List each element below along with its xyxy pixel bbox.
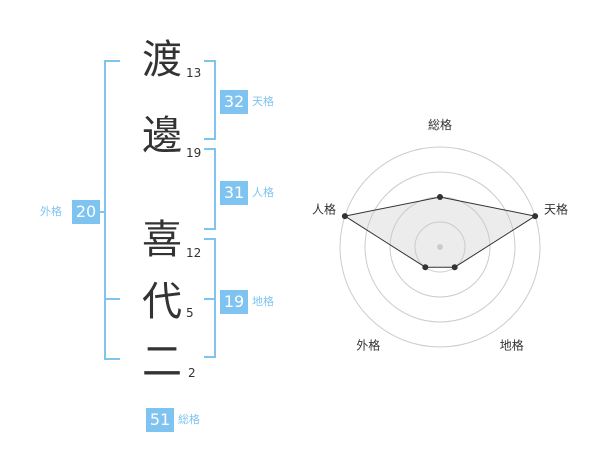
radar-axis-label-2: 天格 <box>544 201 568 216</box>
radar-axis-label-3: 地格 <box>500 338 524 353</box>
name-char-5: 二 <box>142 339 182 385</box>
radar-ring-3 <box>364 171 516 323</box>
soukaku-badge: 51 <box>146 408 174 432</box>
gaikaku-badge: 20 <box>72 200 100 224</box>
stroke-count-4: 5 <box>186 306 194 320</box>
radar-series-area <box>343 196 537 268</box>
radar-point-4 <box>422 264 429 271</box>
radar-ring-4 <box>339 146 541 348</box>
radar-axis-label-4: 外格 <box>356 338 380 353</box>
radar-axis-label-1: 総格 <box>428 117 452 132</box>
chikaku-badge: 19 <box>220 290 248 314</box>
tenkaku-badge: 32 <box>220 90 248 114</box>
jinkaku-bracket <box>204 148 216 230</box>
gaikaku-bracket <box>104 60 120 360</box>
radar-point-3 <box>451 264 458 271</box>
name-char-3: 喜 <box>142 217 182 263</box>
radar-point-5 <box>341 213 348 220</box>
stroke-count-2: 19 <box>186 146 202 160</box>
radar-axis-label-5: 人格 <box>312 201 336 216</box>
chikaku-bracket-tick <box>204 298 216 300</box>
soukaku-label: 総格 <box>178 413 200 426</box>
name-char-1: 渡 <box>142 37 182 83</box>
tenkaku-bracket <box>204 60 216 140</box>
radar-center-dot <box>437 244 443 250</box>
gaikaku-inner-tick <box>106 298 120 300</box>
name-char-2: 邊 <box>142 113 182 159</box>
gaikaku-label: 外格 <box>40 205 62 218</box>
radar-ring-1 <box>414 221 466 273</box>
tenkaku-label: 天格 <box>252 95 274 108</box>
stroke-count-1: 13 <box>186 66 202 80</box>
stroke-count-5: 2 <box>188 366 196 380</box>
jinkaku-badge: 31 <box>220 181 248 205</box>
chikaku-label: 地格 <box>252 295 274 308</box>
radar-point-2 <box>532 213 539 220</box>
radar-point-1 <box>437 194 443 200</box>
stroke-count-3: 12 <box>186 246 202 260</box>
name-char-4: 代 <box>142 279 182 325</box>
jinkaku-label: 人格 <box>252 186 274 199</box>
